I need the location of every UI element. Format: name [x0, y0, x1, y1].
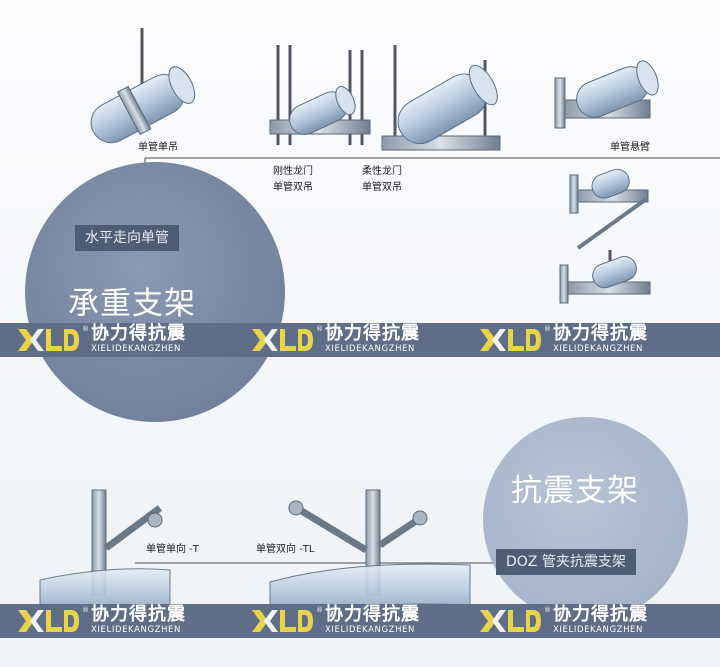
registered-mark: ®	[316, 325, 323, 333]
horizontal-pipe-tag: 水平走向单管	[75, 225, 179, 251]
brand-name-cn: 协力得抗震	[553, 604, 648, 625]
logo-band-bottom: ® 协力得抗震 XIELIDEKANGZHEN ® 协力得抗震 XIELIDEK…	[0, 604, 720, 638]
label-single-hanger: 单管单吊	[138, 142, 178, 153]
xld-logo-icon	[252, 329, 313, 351]
registered-mark: ®	[82, 606, 89, 614]
xld-logo-icon	[18, 610, 79, 632]
brand-name-en: XIELIDEKANGZHEN	[325, 625, 415, 635]
brand-logo: ® 协力得抗震 XIELIDEKANGZHEN	[16, 604, 236, 636]
brand-name-cn: 协力得抗震	[91, 604, 186, 625]
brand-logo: ® 协力得抗震 XIELIDEKANGZHEN	[478, 604, 698, 636]
registered-mark: ®	[82, 325, 89, 333]
xld-logo-icon	[480, 329, 541, 351]
label-flex-gate-line1: 柔性龙门	[362, 166, 402, 177]
seismic-support-title: 抗震支架	[511, 473, 639, 509]
cantilever-drawing-3	[559, 250, 651, 304]
single-hanger-drawing	[90, 28, 196, 144]
label-single-direction: 单管单向 -T	[146, 544, 199, 555]
brand-name-en: XIELIDEKANGZHEN	[91, 344, 181, 354]
brand-name-en: XIELIDEKANGZHEN	[325, 344, 415, 354]
load-support-circle	[25, 162, 285, 422]
brand-name-en: XIELIDEKANGZHEN	[553, 344, 643, 354]
brand-name-cn: 协力得抗震	[325, 323, 420, 344]
xld-logo-icon	[480, 610, 541, 632]
logo-band-top: ® 协力得抗震 XIELIDEKANGZHEN ® 协力得抗震 XIELIDEK…	[0, 323, 720, 357]
brand-name-en: XIELIDEKANGZHEN	[91, 625, 181, 635]
seismic-support-circle	[483, 417, 688, 622]
pipe-clamp-seismic-tag: DOZ 管夹抗震支架	[496, 549, 636, 575]
xld-logo-icon	[18, 329, 79, 351]
label-cantilever: 单管悬臂	[610, 142, 650, 153]
brand-logo: ® 协力得抗震 XIELIDEKANGZHEN	[250, 323, 470, 355]
registered-mark: ®	[544, 606, 551, 614]
brand-name-cn: 协力得抗震	[553, 323, 648, 344]
cantilever-drawing-2	[569, 168, 649, 250]
registered-mark: ®	[316, 606, 323, 614]
brand-name-en: XIELIDEKANGZHEN	[553, 625, 643, 635]
rigid-gate-drawing	[269, 45, 371, 145]
label-rigid-gate-line1: 刚性龙门	[273, 166, 313, 177]
label-flex-gate-line2: 单管双吊	[362, 182, 402, 193]
label-rigid-gate-line2: 单管双吊	[273, 182, 313, 193]
registered-mark: ®	[544, 325, 551, 333]
cantilever-drawing-1	[554, 60, 659, 129]
flexible-gate-drawing	[381, 45, 501, 151]
brand-name-cn: 协力得抗震	[325, 604, 420, 625]
load-support-title: 承重支架	[68, 286, 196, 322]
brand-logo: ® 协力得抗震 XIELIDEKANGZHEN	[478, 323, 698, 355]
brand-name-cn: 协力得抗震	[91, 323, 186, 344]
brand-logo: ® 协力得抗震 XIELIDEKANGZHEN	[250, 604, 470, 636]
label-double-direction: 单管双向 -TL	[256, 544, 315, 555]
brand-logo: ® 协力得抗震 XIELIDEKANGZHEN	[16, 323, 236, 355]
xld-logo-icon	[252, 610, 313, 632]
